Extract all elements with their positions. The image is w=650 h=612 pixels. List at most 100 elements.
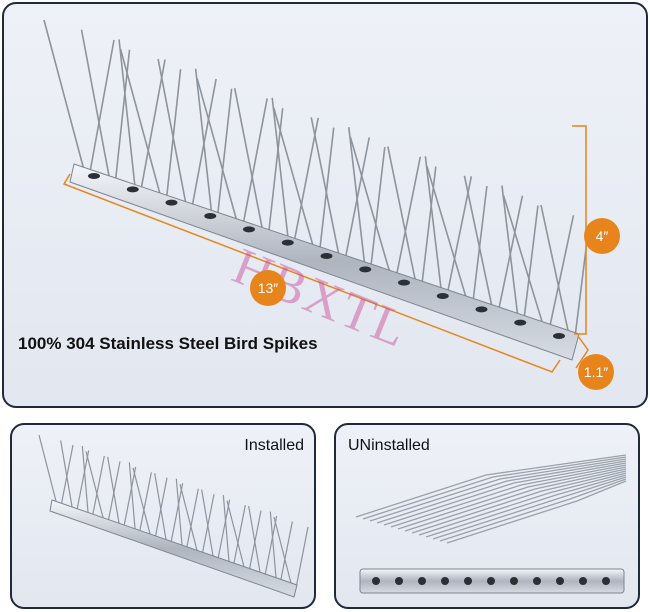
spike-wire	[38, 434, 58, 506]
spike-wire	[472, 185, 488, 303]
spike-wire	[310, 117, 341, 257]
spike-wire	[185, 488, 199, 550]
spike-wire	[295, 526, 309, 589]
spike-wire	[463, 175, 494, 310]
strip-hole	[441, 577, 449, 585]
installed-caption: Installed	[244, 437, 304, 454]
spike-wire	[170, 483, 184, 545]
width-badge: 1.1″	[578, 354, 614, 390]
spike-wire	[165, 69, 182, 199]
spike-wire	[424, 156, 443, 292]
main-product-panel: HBXTL 13″ 4″ 1.1″ 100% 304 Stainless Ste…	[2, 2, 648, 408]
spike-wire	[76, 450, 90, 512]
product-caption: 100% 304 Stainless Steel Bird Spikes	[18, 334, 318, 353]
spike-wire	[154, 473, 168, 544]
spike-wire	[132, 467, 152, 538]
strip-hole	[514, 319, 527, 326]
spike-wire	[523, 205, 539, 320]
spike-wire	[91, 455, 105, 518]
loose-spike-wire	[411, 470, 627, 534]
spike-wire	[118, 39, 136, 188]
spike-wire	[216, 88, 233, 216]
height-badge: 4″	[584, 218, 620, 254]
strip-hole	[553, 333, 565, 339]
strip-hole	[510, 577, 518, 585]
spike-wire	[196, 78, 238, 223]
strip-hole	[204, 213, 217, 219]
spike-wire	[128, 462, 136, 533]
spike-wire	[293, 117, 319, 242]
uninstalled-panel: UNinstalled	[334, 423, 640, 609]
spike-wire	[60, 440, 74, 511]
strip-hole	[320, 253, 333, 259]
loose-spike-wire	[418, 472, 627, 536]
loose-spike-wire	[439, 478, 627, 542]
spike-wire	[264, 515, 278, 578]
loose-spike-wire	[383, 462, 627, 526]
strip-hole	[359, 266, 372, 273]
spike-wire	[272, 107, 315, 249]
strip-hole	[418, 577, 426, 585]
spike-wire	[217, 499, 231, 561]
uninstalled-parts-illustration	[355, 454, 627, 594]
spike-wire	[540, 204, 570, 336]
length-badge: 13″	[250, 270, 286, 306]
spike-wire	[387, 146, 417, 284]
spike-wire	[248, 505, 262, 577]
spike-wire	[242, 98, 268, 225]
strip-hole	[475, 306, 488, 313]
steel-base-strip	[69, 163, 580, 361]
uninstalled-caption: UNinstalled	[348, 437, 430, 454]
spike-wire	[446, 176, 473, 294]
loose-spike-wire	[404, 468, 627, 532]
spike-wire	[233, 88, 264, 231]
loose-spike-wire	[432, 476, 627, 540]
strip-hole	[372, 577, 380, 585]
strip-hole	[243, 226, 255, 233]
strip-hole	[533, 577, 541, 585]
loose-spike-wire	[369, 458, 627, 522]
strip-hole	[487, 577, 495, 585]
strip-hole	[165, 199, 178, 206]
loose-spike-wire	[425, 474, 627, 538]
spike-wire	[347, 127, 366, 266]
spike-wire	[395, 156, 422, 277]
installed-spikes-illustration	[38, 434, 309, 598]
spike-wire	[138, 472, 152, 534]
loose-spike-wire	[390, 464, 627, 528]
spike-wire	[501, 185, 519, 318]
spike-wire	[226, 500, 246, 571]
spike-wire	[107, 456, 121, 527]
spike-wire	[273, 516, 293, 588]
spike-wire	[119, 49, 162, 197]
spike-wire	[426, 165, 468, 301]
strip-hole	[126, 186, 139, 193]
spike-wire	[194, 68, 213, 214]
spike-wire	[179, 484, 199, 555]
spike-wire	[157, 58, 187, 205]
spike-wire	[80, 29, 111, 179]
spike-wire	[279, 521, 293, 583]
strip-hole	[579, 577, 587, 585]
spike-wire	[201, 489, 215, 560]
spike-wire	[43, 19, 85, 171]
spike-wire	[81, 445, 89, 516]
strip-hole	[602, 577, 610, 585]
loose-spike-wire	[376, 460, 627, 524]
spike-wire	[269, 511, 277, 582]
spike-wire	[349, 136, 392, 275]
loose-spike-wire	[446, 480, 627, 544]
loose-spike-wire	[355, 454, 627, 518]
spike-wire	[140, 59, 166, 190]
installed-base-strip	[49, 499, 298, 598]
spike-wire	[222, 495, 230, 566]
spike-wire	[502, 195, 545, 327]
spike-wire	[369, 147, 386, 268]
strip-hole	[436, 293, 449, 299]
spike-wire	[271, 97, 290, 240]
installed-panel: Installed	[10, 423, 316, 609]
spike-wire	[232, 505, 246, 567]
strip-hole	[464, 577, 472, 585]
spike-wire	[175, 478, 183, 549]
loose-spike-wire	[397, 466, 627, 530]
